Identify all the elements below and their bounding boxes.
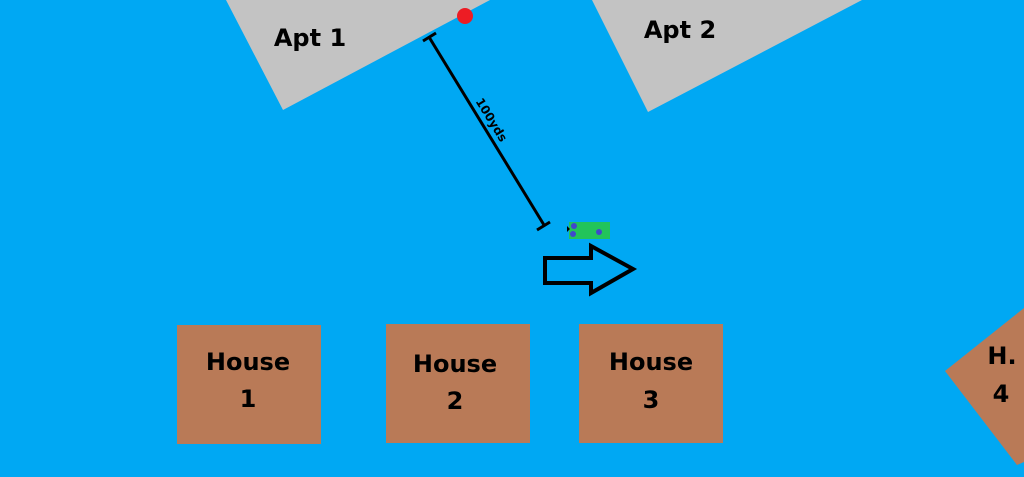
house-4-number: 4 <box>993 380 1010 408</box>
distance-measure: 100yds <box>422 31 551 232</box>
apartment-2-label: Apt 2 <box>644 16 716 44</box>
apartment-1-label: Apt 1 <box>274 24 346 52</box>
house-3-number: 3 <box>643 386 660 414</box>
house-1: House 1 <box>177 325 321 444</box>
apartment-2: Apt 2 <box>592 0 862 112</box>
direction-arrow-icon <box>543 242 638 297</box>
house-3: House 3 <box>579 324 723 443</box>
vehicle-icon <box>567 222 610 239</box>
house-1-label: House <box>206 348 290 376</box>
house-2: House 2 <box>386 324 530 443</box>
house-2-label: House <box>413 350 497 378</box>
apartment-1: Apt 1 <box>226 0 490 110</box>
house-4: H. 4 <box>945 308 1024 465</box>
location-marker-icon <box>457 8 473 24</box>
house-2-number: 2 <box>447 387 464 415</box>
house-4-label: H. <box>987 342 1016 370</box>
house-1-number: 1 <box>240 385 257 413</box>
house-3-label: House <box>609 348 693 376</box>
